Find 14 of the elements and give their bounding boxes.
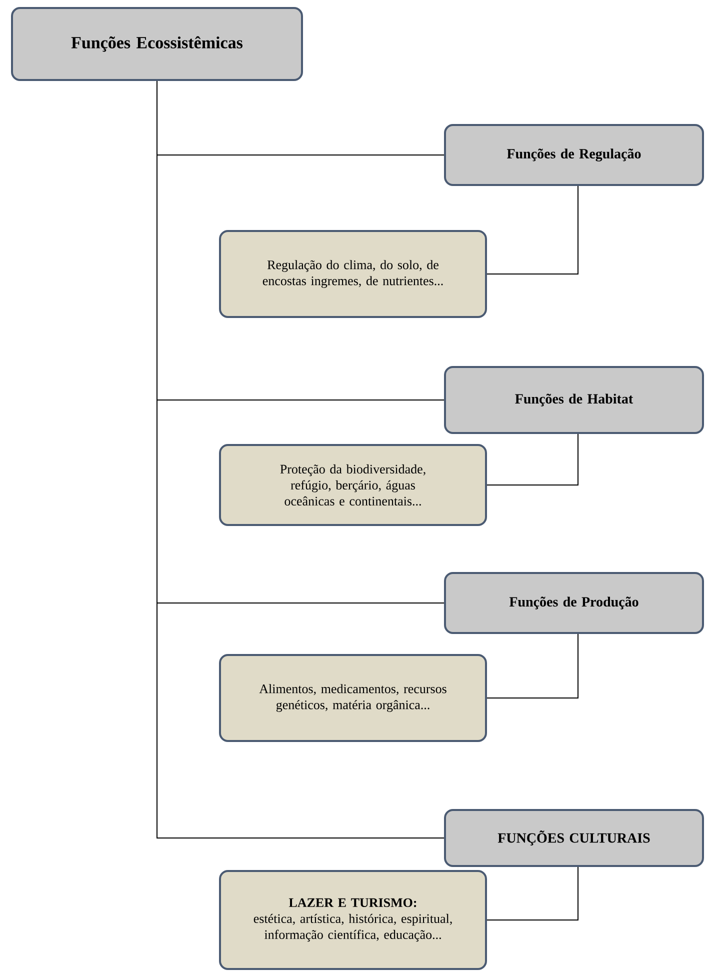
category-box: FUNÇÕES CULTURAIS (444, 809, 704, 867)
category-box: Funções de Habitat (444, 366, 704, 434)
description-box: Proteção da biodiversidade, refúgio, berçário, águas oceânicas e continentais... (219, 444, 487, 526)
connector-line (486, 434, 578, 486)
connector-line (156, 80, 444, 838)
connector-line (486, 866, 578, 920)
root-box: Funções Ecossistêmicas (11, 7, 303, 82)
category-box: Funções de Regulação (444, 124, 704, 186)
connector-line (486, 186, 578, 274)
description-box: Alimentos, medicamentos, recursos genéticos, matéria orgânica... (219, 654, 487, 742)
category-box: Funções de Produção (444, 572, 704, 634)
description-box: LAZER E TURISMO: estética, artística, histórica, espiritual, informação científica, educação... (219, 870, 487, 970)
description-box: Regulação do clima, do solo, de encostas ingremes, de nutrientes... (219, 230, 487, 318)
connector-line (486, 634, 578, 698)
